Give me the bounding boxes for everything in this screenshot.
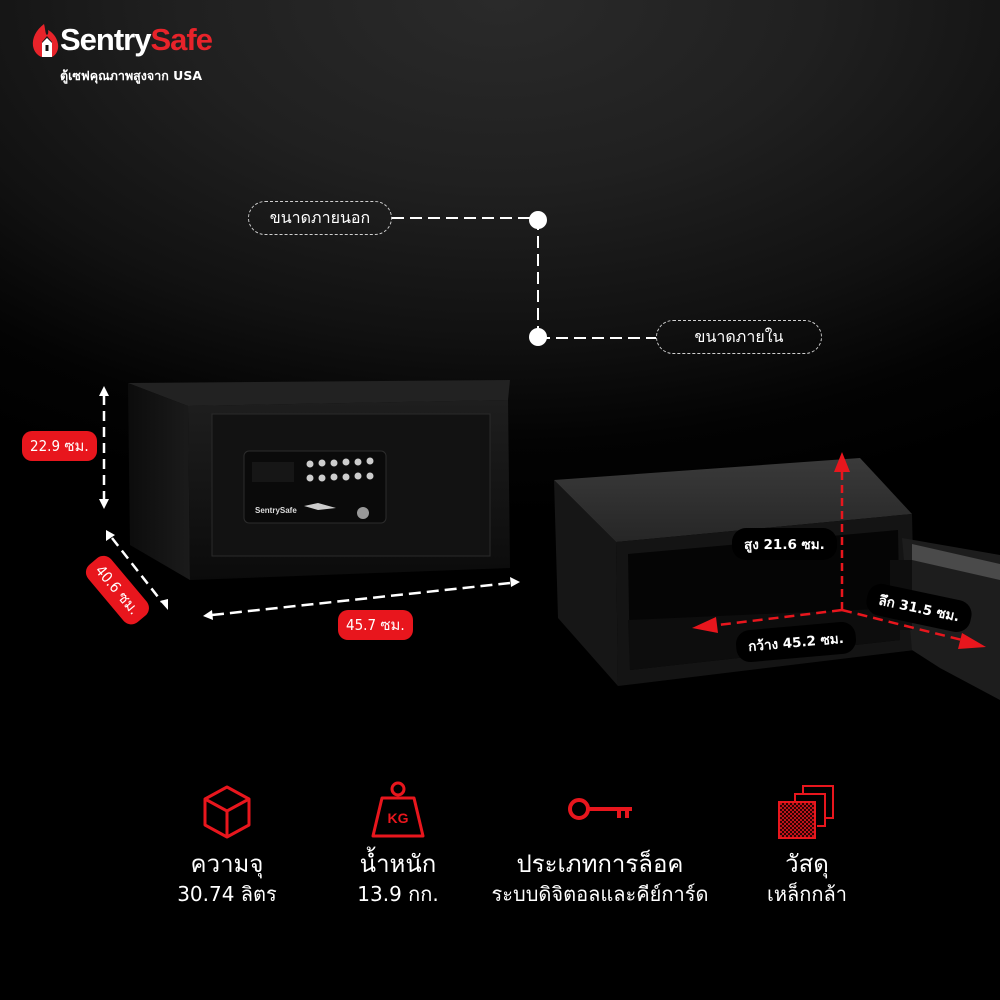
- brand-name-safe: Safe: [150, 22, 212, 57]
- inner-height-label: สูง 21.6 ซม.: [732, 528, 837, 560]
- feature-weight-value: 13.9 กก.: [357, 882, 439, 906]
- key-icon: [568, 798, 632, 820]
- feature-capacity: ความจุ 30.74 ลิตร: [147, 780, 307, 908]
- outer-width-label: 45.7 ซม.: [338, 610, 413, 640]
- feature-material: วัสดุ เหล็กกล้า: [727, 780, 887, 908]
- cube-icon: [203, 785, 251, 839]
- feature-weight: KG น้ำหนัก 13.9 กก.: [318, 780, 478, 908]
- feature-lock-value: ระบบดิจิตอลและคีย์การ์ด: [491, 882, 709, 906]
- inner-size-legend: ขนาดภายใน: [656, 320, 822, 354]
- feature-lock-title: ประเภทการล็อค: [516, 850, 684, 878]
- outer-size-legend: ขนาดภายนอก: [248, 201, 392, 235]
- steel-sheets-icon: [778, 785, 834, 839]
- legend-dot-outer: [529, 211, 547, 229]
- legend-connector-lines: [392, 211, 656, 346]
- brand-wordmark: SentrySafe: [60, 22, 213, 58]
- svg-text:SentrySafe: SentrySafe: [255, 506, 297, 515]
- closed-safe-illustration: SentrySafe: [99, 380, 520, 620]
- feature-material-value: เหล็กกล้า: [767, 882, 847, 906]
- weight-kg-icon: KG: [371, 781, 425, 838]
- feature-material-title: วัสดุ: [785, 850, 829, 878]
- feature-lock-type: ประเภทการล็อค ระบบดิจิตอลและคีย์การ์ด: [470, 780, 730, 908]
- svg-text:KG: KG: [388, 810, 409, 826]
- brand-name-sentry: Sentry: [60, 22, 151, 57]
- feature-weight-title: น้ำหนัก: [359, 850, 437, 878]
- feature-capacity-title: ความจุ: [190, 850, 264, 878]
- feature-capacity-value: 30.74 ลิตร: [177, 882, 277, 906]
- open-safe-illustration: [554, 452, 1000, 700]
- flame-house-icon: [32, 24, 59, 57]
- outer-height-label: 22.9 ซม.: [22, 431, 97, 461]
- legend-dot-inner: [529, 328, 547, 346]
- brand-logo: SentrySafe ตู้เซฟคุณภาพสูงจาก USA: [30, 22, 260, 92]
- keypad-panel: SentrySafe: [243, 450, 387, 524]
- brand-tagline: ตู้เซฟคุณภาพสูงจาก USA: [60, 68, 203, 83]
